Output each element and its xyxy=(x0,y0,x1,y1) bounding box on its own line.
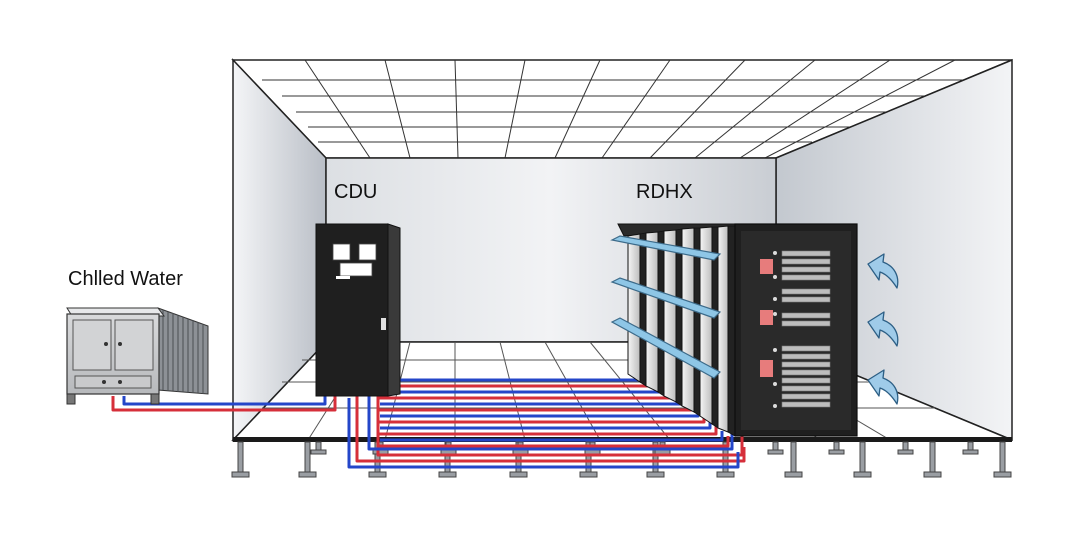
chiller-to-cdu-pipe-red xyxy=(111,396,337,412)
cdu-rack-pipe-red-1 xyxy=(376,393,744,457)
floor-pedestals xyxy=(231,441,1012,478)
ceiling-grid xyxy=(262,59,963,159)
rack-column xyxy=(663,228,683,407)
rack-hot-port xyxy=(760,259,773,274)
server-rack-icon xyxy=(734,223,858,437)
rdhx-coil-top xyxy=(610,235,722,261)
rack-column xyxy=(627,232,647,387)
rack-hot-port xyxy=(760,310,773,325)
rdhx-coil-middle xyxy=(610,277,722,319)
cdu-display-panel xyxy=(339,262,373,277)
cdu-handle xyxy=(381,318,386,330)
chiller-label: Chlled Water xyxy=(68,268,183,290)
chiller-foot-left xyxy=(66,393,76,405)
chiller-door-right xyxy=(114,319,154,371)
chiller-base-panel xyxy=(74,375,152,389)
airflow-arrow-icon xyxy=(867,369,899,405)
cdu-rack-pipe-blue-8 xyxy=(380,431,724,442)
rack-server-slots xyxy=(781,312,831,327)
cdu-rack-pipe-red-7 xyxy=(378,424,718,436)
cdu-label: CDU xyxy=(334,181,377,203)
chiller-to-cdu-pipe-blue xyxy=(122,396,327,406)
cdu-indicator xyxy=(336,276,350,279)
cdu-rack-pipe-blue-2 xyxy=(347,398,740,469)
rack-hot-port xyxy=(760,360,773,377)
cdu-front xyxy=(315,223,389,397)
rack-row xyxy=(617,223,736,437)
rdhx-coils xyxy=(610,235,722,379)
rack-server-slots xyxy=(781,345,831,408)
rack-column xyxy=(717,225,736,437)
cdu-cabinet-icon xyxy=(315,223,401,397)
rack-column xyxy=(645,230,665,397)
airflow-arrows xyxy=(867,253,899,405)
rdhx-coil-bottom xyxy=(610,317,721,379)
rack-server-slots xyxy=(781,250,831,303)
airflow-arrow-icon xyxy=(867,253,899,289)
cdu-display-left xyxy=(332,243,351,261)
cdu-display-right xyxy=(358,243,377,261)
cdu-rack-pipe-red-8 xyxy=(378,436,730,448)
cdu-rack-pipe-blue-1 xyxy=(367,393,734,451)
cdu-rack-pipe-red-2 xyxy=(355,396,746,463)
cdu-side xyxy=(387,223,401,397)
rdhx-label: RDHX xyxy=(636,181,693,203)
chiller-unit-icon xyxy=(66,307,209,405)
airflow-arrow-icon xyxy=(867,311,899,347)
chiller-foot-right xyxy=(150,393,160,405)
